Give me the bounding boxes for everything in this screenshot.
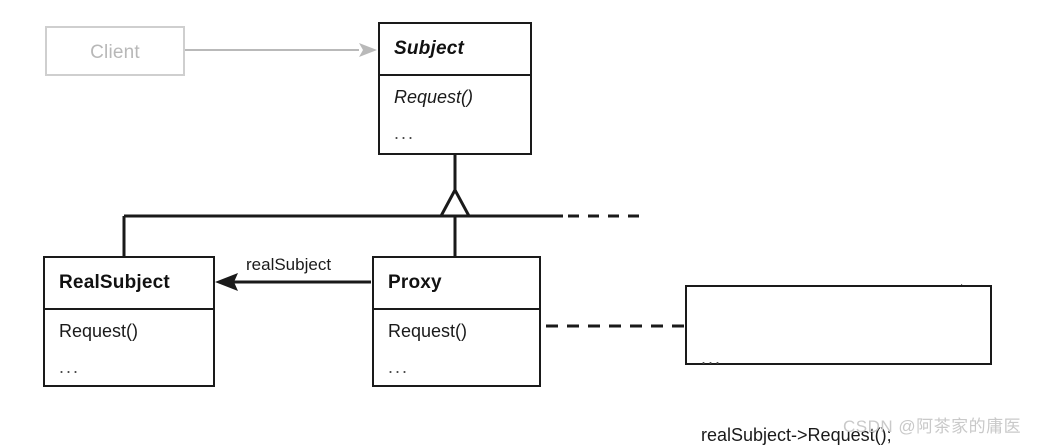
proxy-operations: Request() ... bbox=[374, 310, 539, 376]
note-line-1: ... bbox=[701, 348, 723, 369]
note-box-proxy-request-body[interactable]: ... realSubject->Request(); ... bbox=[685, 285, 992, 445]
edge-client-to-subject bbox=[185, 43, 377, 57]
subject-operations: Request() ... bbox=[380, 76, 530, 142]
proxy-operation-ellipsis: ... bbox=[388, 357, 410, 377]
realsubject-compartment-divider bbox=[45, 308, 213, 310]
note-text-block: ... realSubject->Request(); ... bbox=[701, 295, 892, 445]
realsubject-operation-request: Request() bbox=[59, 321, 139, 341]
class-name-proxy: Proxy bbox=[388, 272, 442, 293]
csdn-watermark: CSDN @阿茶家的庸医 bbox=[843, 417, 1022, 436]
realsubject-operations: Request() ... bbox=[45, 310, 213, 376]
subject-compartment-divider bbox=[380, 74, 530, 76]
class-name-subject: Subject bbox=[394, 38, 465, 59]
class-box-realsubject[interactable]: RealSubject Request() ... bbox=[43, 256, 215, 387]
realsubject-operation-ellipsis: ... bbox=[59, 357, 81, 377]
edge-label-realsubject: realSubject bbox=[246, 255, 332, 274]
proxy-operation-request: Request() bbox=[388, 321, 468, 341]
class-box-proxy[interactable]: Proxy Request() ... bbox=[372, 256, 541, 387]
class-name-client: Client bbox=[90, 42, 140, 63]
class-box-client[interactable]: Client bbox=[45, 26, 185, 76]
proxy-compartment-divider bbox=[374, 308, 539, 310]
note-line-2: realSubject->Request(); bbox=[701, 424, 892, 445]
edge-generalization-tree bbox=[122, 155, 640, 257]
class-name-realsubject: RealSubject bbox=[59, 272, 170, 293]
subject-operation-request: Request() bbox=[394, 87, 474, 107]
subject-operation-ellipsis: ... bbox=[394, 123, 416, 143]
edge-proxy-to-realsubject bbox=[215, 273, 371, 291]
class-box-subject[interactable]: Subject Request() ... bbox=[378, 22, 532, 155]
